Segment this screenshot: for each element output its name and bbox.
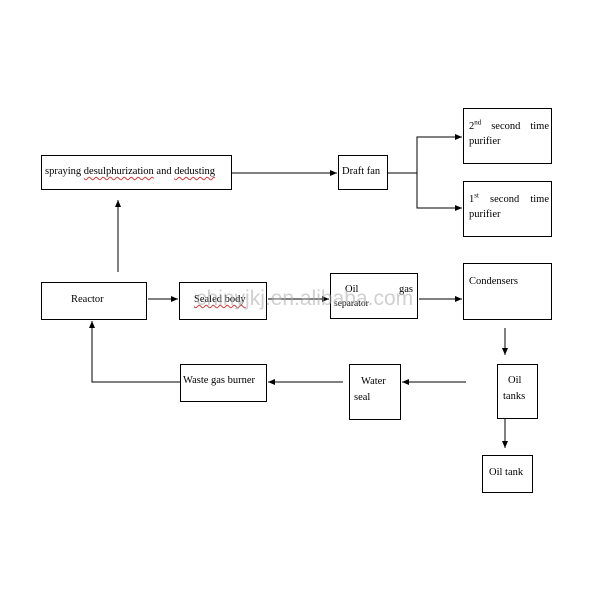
separator-line2: separator: [334, 299, 369, 309]
sealed-body-box: Sealed body: [179, 282, 267, 320]
arrow-draft-fan-to-2nd-purifier: [388, 134, 462, 174]
condensers-box: Condensers: [463, 263, 552, 320]
reactor-box: Reactor: [41, 282, 147, 320]
water-seal-line2: seal: [354, 392, 371, 403]
oil-tanks-line2: tanks: [503, 391, 526, 402]
spraying-label-word2: dedusting: [174, 166, 216, 177]
arrow-burner-to-reactor: [89, 321, 180, 383]
purifier-2nd-box: 2nd second time purifier: [463, 108, 552, 164]
purifier-2nd-line2: purifier: [469, 136, 501, 147]
purifier-1st-box: 1st second time purifier: [463, 181, 552, 237]
oil-tanks-line1: Oil: [508, 375, 522, 386]
oil-tank-box: Oil tank: [482, 455, 533, 493]
draft-fan-box: Draft fan: [338, 155, 388, 190]
oil-tanks-box: Oil tanks: [497, 364, 538, 419]
water-seal-box: Water seal: [349, 364, 401, 420]
waste-gas-burner-label: Waste gas burner: [183, 375, 256, 386]
water-seal-line1: Water: [361, 376, 386, 387]
separator-line1: Oil gas: [345, 283, 413, 296]
draft-fan-label: Draft fan: [342, 166, 381, 177]
spraying-label-word: desulphurization: [83, 166, 154, 177]
condensers-label: Condensers: [469, 276, 518, 287]
sealed-body-label: Sealed body: [194, 294, 246, 305]
purifier-1st-word2: time: [530, 194, 549, 205]
purifier-1st-line1: 1st second time: [469, 191, 549, 206]
spraying-label-pre: spraying: [45, 166, 84, 177]
separator-word2: gas: [399, 284, 413, 295]
spraying-box: spraying desulphurization and dedusting: [41, 155, 232, 190]
purifier-1st-ordinal: 1st: [469, 191, 479, 205]
purifier-2nd-ordinal: 2nd: [469, 118, 482, 132]
spraying-label-post: and: [153, 166, 175, 177]
spraying-label: spraying desulphurization and dedusting: [45, 165, 215, 178]
oil-gas-separator-box: Oil gas separator: [330, 273, 418, 319]
purifier-2nd-line1: 2nd second time: [469, 118, 549, 133]
purifier-1st-word1: second: [490, 194, 520, 205]
reactor-label: Reactor: [71, 294, 104, 305]
oil-tank-label: Oil tank: [489, 467, 524, 478]
purifier-2nd-word1: second: [491, 121, 521, 132]
arrow-draft-fan-to-1st-purifier: [416, 173, 462, 211]
separator-word1: Oil: [345, 284, 359, 295]
purifier-1st-line2: purifier: [469, 209, 501, 220]
purifier-2nd-word2: time: [530, 121, 549, 132]
waste-gas-burner-box: Waste gas burner: [180, 364, 267, 402]
